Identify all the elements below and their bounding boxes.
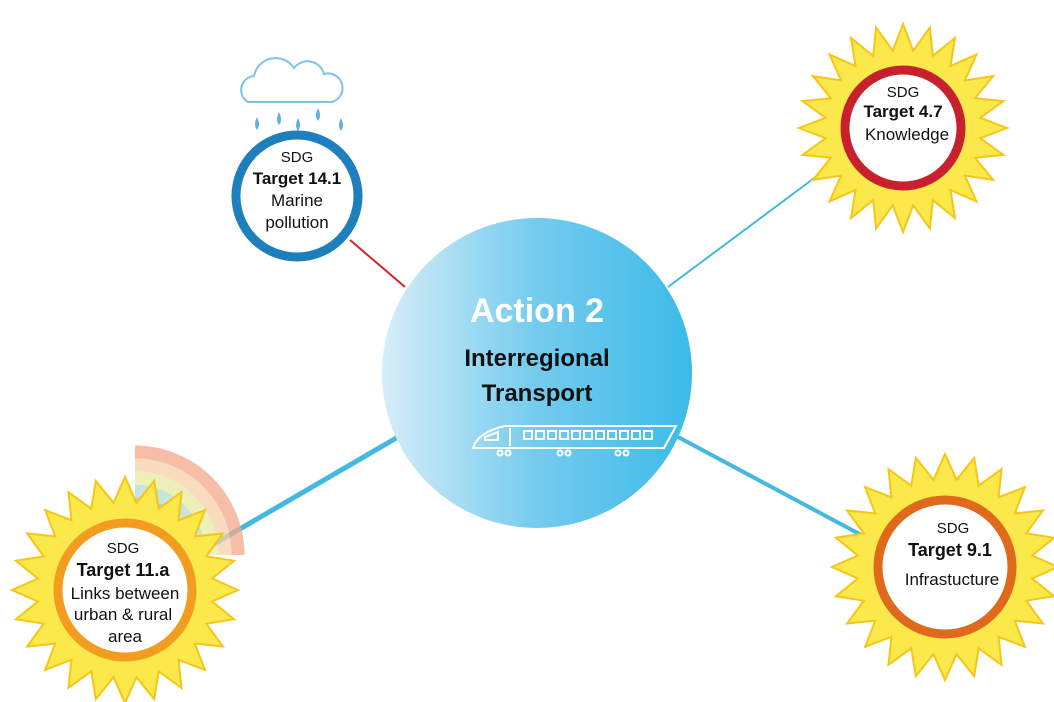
- target-label: Target 9.1: [908, 540, 992, 560]
- target-11-a-node: SDG Target 11.a Links between urban & ru…: [53, 518, 197, 662]
- action-title: Action 2: [470, 292, 604, 330]
- target-9-1-node: SDG Target 9.1 Infrastucture: [873, 495, 1017, 639]
- target-description: urban & rural: [74, 605, 172, 624]
- action-subtitle-line2: Transport: [482, 380, 593, 407]
- target-label: Target 11.a: [77, 560, 171, 580]
- link-target-4-7: [667, 169, 826, 288]
- action-center-circle: Action 2 Interregional Transport: [382, 218, 692, 528]
- target-label: Target 4.7: [863, 102, 942, 121]
- target-description: Marine: [271, 191, 323, 210]
- sdg-label: SDG: [107, 540, 140, 557]
- target-description: Knowledge: [865, 125, 949, 144]
- target-label: Target 14.1: [253, 169, 342, 188]
- sdg-label: SDG: [281, 149, 314, 166]
- rain-cloud-icon: [240, 57, 344, 131]
- target-description: pollution: [265, 213, 328, 232]
- target-4-7-node: SDG Target 4.7 Knowledge: [840, 65, 966, 191]
- action-subtitle-line1: Interregional: [464, 345, 609, 372]
- link-target-14-1: [349, 239, 406, 288]
- link-target-9-1: [677, 435, 881, 547]
- target-description: Infrastucture: [905, 570, 1000, 589]
- train-icon: [471, 425, 678, 457]
- sdg-label: SDG: [937, 520, 970, 537]
- target-14-1-node: SDG Target 14.1 Marine pollution: [231, 130, 363, 262]
- target-description: area: [108, 627, 143, 646]
- target-description: Links between: [71, 584, 180, 603]
- sdg-label: SDG: [887, 84, 920, 101]
